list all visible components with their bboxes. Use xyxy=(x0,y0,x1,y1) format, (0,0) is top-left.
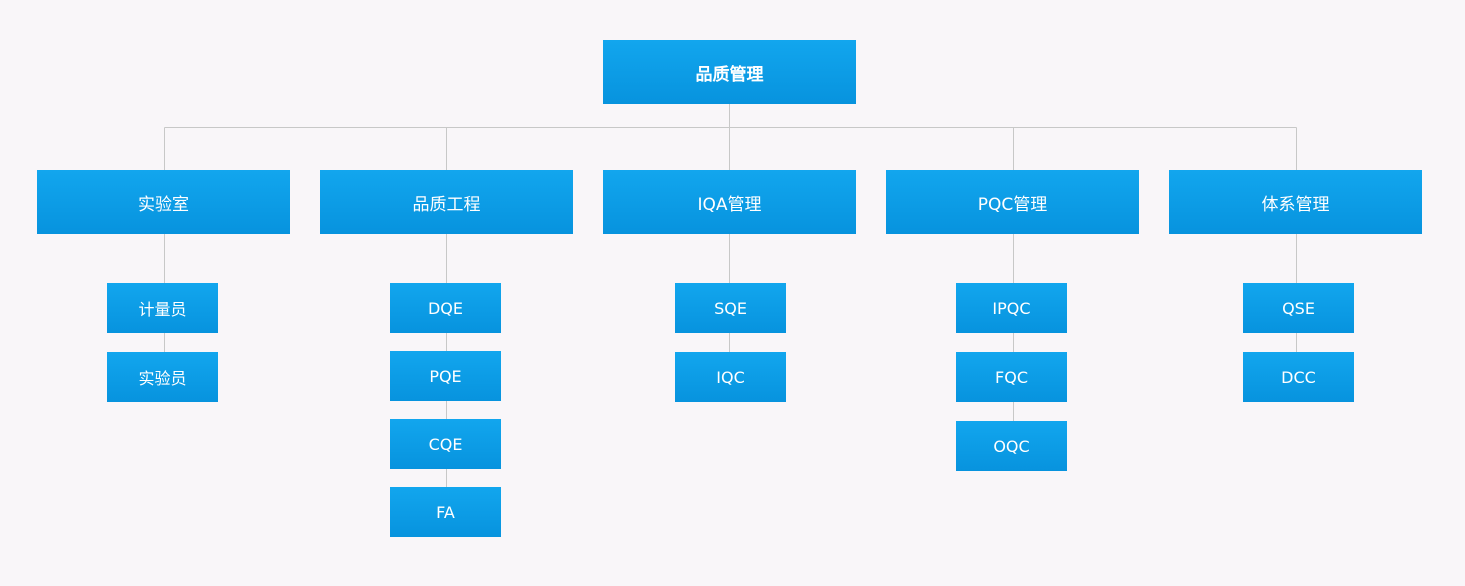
dept-node: 品质工程 xyxy=(320,170,573,234)
role-node: CQE xyxy=(390,419,501,469)
role-node: PQE xyxy=(390,351,501,401)
role-node: IPQC xyxy=(956,283,1067,333)
role-node: OQC xyxy=(956,421,1067,471)
role-node: FQC xyxy=(956,352,1067,402)
role-node: SQE xyxy=(675,283,786,333)
role-node: FA xyxy=(390,487,501,537)
dept-node: 实验室 xyxy=(37,170,290,234)
root-node: 品质管理 xyxy=(603,40,856,104)
role-node: DCC xyxy=(1243,352,1354,402)
dept-node: PQC管理 xyxy=(886,170,1139,234)
role-node: 实验员 xyxy=(107,352,218,402)
role-node: IQC xyxy=(675,352,786,402)
role-node: 计量员 xyxy=(107,283,218,333)
role-node: DQE xyxy=(390,283,501,333)
role-node: QSE xyxy=(1243,283,1354,333)
dept-node: IQA管理 xyxy=(603,170,856,234)
dept-node: 体系管理 xyxy=(1169,170,1422,234)
